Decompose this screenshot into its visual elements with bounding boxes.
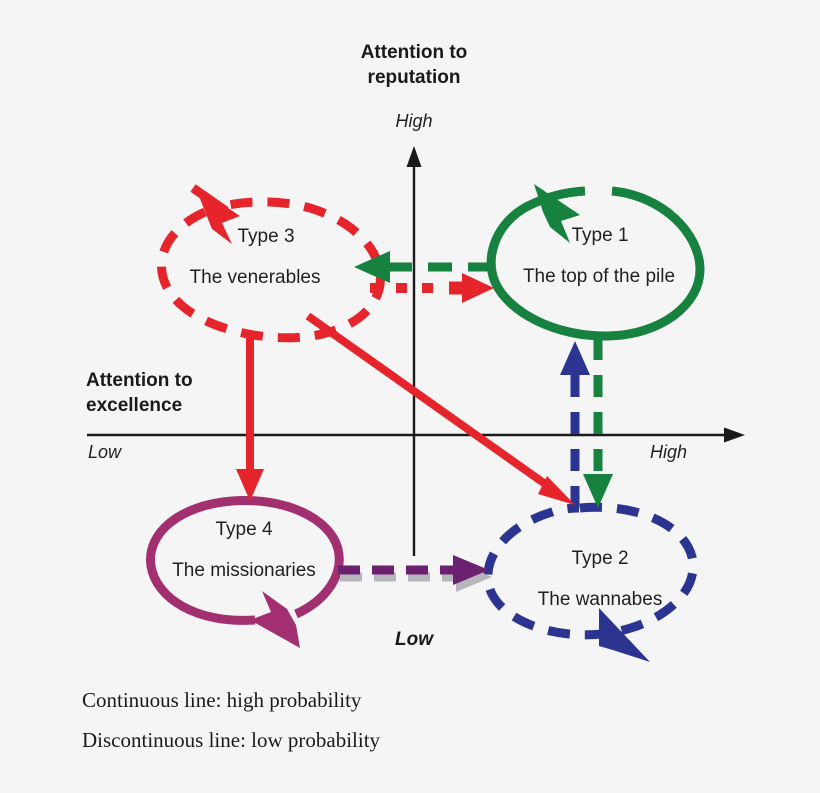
arrow-type1-to-type2 (583, 338, 613, 508)
arrow-type3-to-type2 (305, 312, 575, 505)
type-1-loop (486, 184, 705, 341)
type-2-loop-arrowhead (599, 608, 650, 662)
type-1-loop-path (486, 186, 705, 341)
arrow-type1-to-type3 (354, 251, 492, 283)
x-axis-arrowhead (724, 427, 745, 443)
arrow-type3-to-type1-head (462, 273, 494, 303)
type-1-loop-arrowhead (534, 184, 580, 243)
arrow-type2-to-type1-head (560, 341, 590, 375)
arrow-type2-to-type1 (560, 341, 590, 508)
type-2-loop-path (483, 502, 698, 640)
type-4-loop (146, 496, 344, 648)
arrow-type4-to-type2 (338, 555, 492, 592)
axis-group (87, 146, 745, 556)
type-3-loop-path (157, 197, 385, 343)
arrow-type1-to-type3-head (354, 251, 390, 283)
type-3-loop (157, 184, 385, 343)
type-3-arrow-stem (190, 184, 229, 215)
type-4-loop-arrowhead (250, 591, 300, 648)
type-4-loop-path (146, 496, 344, 625)
type-2-loop (483, 502, 698, 662)
arrow-type4-to-type2-head (453, 555, 489, 585)
arrow-type3-to-type4 (236, 338, 264, 501)
arrow-type3-to-type4-head (236, 469, 264, 501)
arrow-type3-to-type2-line (305, 312, 551, 490)
arrow-type3-to-type1 (370, 273, 494, 303)
y-axis-arrowhead (406, 146, 422, 167)
arrow-type3-to-type2-head (538, 476, 575, 505)
arrow-type1-to-type2-head (583, 474, 613, 508)
